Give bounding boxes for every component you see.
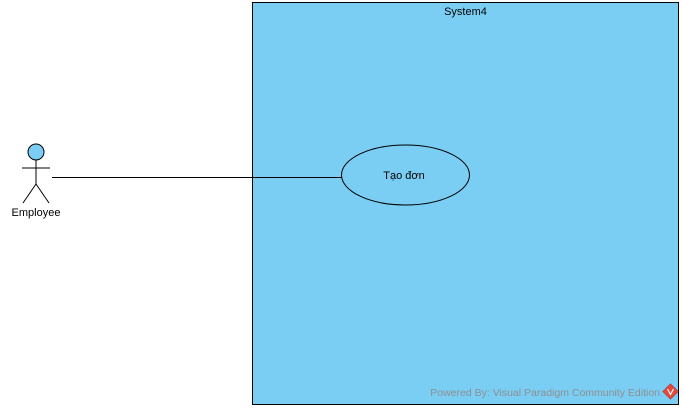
- visual-paradigm-logo-icon: [662, 383, 679, 400]
- actor-left-leg: [22, 183, 37, 204]
- use-case-name: Tạo đơn: [383, 170, 424, 182]
- actor-name: Employee: [12, 207, 61, 219]
- use-case-ellipse[interactable]: [341, 144, 470, 206]
- use-case-tao-don[interactable]: Tạo đơn: [341, 144, 470, 206]
- system-name: System4: [444, 6, 487, 18]
- actor-employee[interactable]: Employee: [12, 143, 61, 219]
- watermark: Powered By: Visual Paradigm Community Ed…: [430, 383, 679, 400]
- system-boundary[interactable]: System4: [252, 2, 679, 405]
- system-boundary-box[interactable]: [252, 2, 679, 405]
- actor-head: [27, 143, 45, 161]
- actor-right-leg: [35, 183, 50, 204]
- watermark-text: Powered By: Visual Paradigm Community Ed…: [430, 387, 660, 399]
